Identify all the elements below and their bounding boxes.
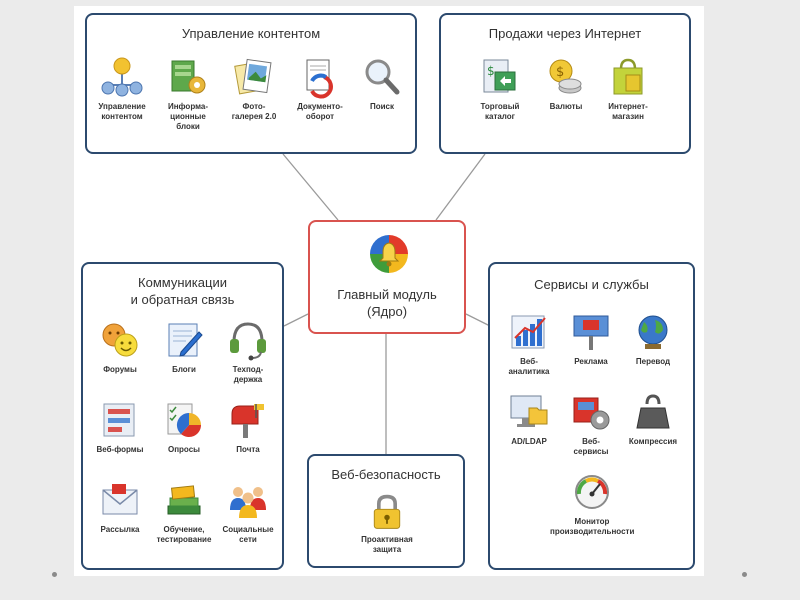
item-label: Поиск [369, 102, 394, 111]
blog-pencil-icon [168, 323, 203, 357]
decor-dot-left [52, 572, 57, 577]
item-tech-support: Техпод- держка [217, 318, 279, 385]
item-infoblocks: Информа- ционные блоки [157, 55, 219, 132]
item-forums: Форумы [89, 318, 151, 375]
item-label: Веб-формы [96, 445, 144, 454]
item-performance-monitor: Монитор производительности [550, 470, 634, 537]
item-trade-catalog: $ Торговый каталог [469, 55, 531, 122]
coins-icon: $ [549, 59, 582, 94]
item-label: Веб- аналитика [508, 357, 550, 376]
item-photo-gallery: Фото- галерея 2.0 [223, 55, 285, 122]
item-social-networks: Социальные сети [217, 478, 279, 545]
mailbox-icon [231, 404, 264, 438]
item-label: Веб- сервисы [573, 437, 609, 456]
connector-comm [283, 313, 309, 327]
item-label: Опросы [167, 445, 200, 454]
item-translation: Перевод [622, 310, 684, 367]
item-label: Монитор производительности [550, 517, 635, 536]
box-title: Управление контентом [181, 26, 321, 41]
item-blogs: Блоги [153, 318, 215, 375]
item-label: Форумы [103, 365, 137, 374]
headset-icon [230, 322, 266, 361]
box-title: Веб-безопасность [331, 467, 441, 482]
item-online-store: Интернет- магазин [597, 55, 659, 122]
box-content-management: Управление контентом Управление контенто… [85, 13, 417, 154]
envelope-icon [102, 484, 138, 515]
shopping-bag-icon [613, 58, 643, 95]
item-web-forms: Веб-формы [89, 398, 151, 455]
box-title: Коммуникации и обратная связь [130, 275, 235, 307]
item-label: Валюты [549, 102, 583, 111]
item-document-flow: Документо- оборот [289, 55, 351, 122]
item-newsletter: Рассылка [89, 478, 151, 535]
weight-icon [636, 394, 670, 429]
globe-icon [638, 315, 668, 349]
org-tree-icon [101, 57, 143, 97]
item-label: Торговый каталог [480, 102, 520, 121]
item-label: Почта [236, 445, 260, 454]
monitor-folder-icon [510, 395, 548, 427]
box-web-security: Веб-безопасность Проактивная защита [307, 454, 465, 568]
item-label: Информа- ционные блоки [167, 102, 209, 131]
connector-services [465, 313, 491, 327]
box-services: Сервисы и службы Веб- аналитика Реклама … [488, 262, 695, 570]
item-web-services: Веб- сервисы [560, 390, 622, 457]
svg-text:$: $ [556, 65, 564, 80]
document-cycle-icon [306, 59, 333, 99]
billboard-icon [573, 315, 609, 350]
item-label: Фото- галерея 2.0 [231, 102, 277, 121]
svg-text:$: $ [487, 64, 495, 78]
item-label: Обучение, тестирование [156, 525, 212, 544]
box-communications: Коммуникации и обратная связь Форумы Бло… [81, 262, 284, 570]
item-search: Поиск [351, 55, 413, 112]
poll-chart-icon [167, 403, 202, 438]
magnifier-icon [365, 59, 400, 95]
item-label: Рассылка [100, 525, 140, 534]
bitrix-logo-icon [370, 235, 408, 273]
connector-content [282, 153, 339, 221]
item-label: Компрессия [628, 437, 678, 446]
photo-gallery-icon [234, 58, 272, 95]
catalog-icon: $ [483, 59, 516, 93]
item-label: Реклама [574, 357, 608, 366]
item-currencies: $ Валюты [535, 55, 597, 112]
item-label: Перевод [635, 357, 671, 366]
item-label: Управление контентом [98, 102, 146, 121]
padlock-icon [373, 494, 401, 529]
people-group-icon [230, 487, 266, 518]
item-web-analytics: Веб- аналитика [498, 310, 560, 377]
core-label: Главный модуль (Ядро) [337, 287, 437, 319]
item-label: Техпод- держка [232, 365, 264, 384]
item-proactive-protection: Проактивная защита [349, 492, 425, 555]
box-title: Продажи через Интернет [488, 26, 642, 41]
cube-gear-icon [171, 60, 206, 94]
item-label: AD/LDAP [511, 437, 547, 446]
item-mail: Почта [217, 398, 279, 455]
item-ad-ldap: AD/LDAP [498, 390, 560, 447]
analytics-bars-icon [511, 315, 546, 349]
item-label: Социальные сети [222, 525, 274, 544]
item-label: Блоги [172, 365, 196, 374]
connector-sales [435, 153, 486, 221]
web-form-icon [103, 403, 135, 437]
gauge-icon [575, 475, 609, 509]
box-internet-sales: Продажи через Интернет $ Торговый катало… [439, 13, 691, 154]
box-title: Сервисы и службы [534, 277, 649, 292]
item-polls: Опросы [153, 398, 215, 455]
books-icon [167, 485, 201, 515]
item-label: Интернет- магазин [608, 102, 648, 121]
item-label: Проактивная защита [361, 535, 413, 554]
web-services-icon [573, 397, 610, 430]
item-label: Документо- оборот [297, 102, 343, 121]
item-learning: Обучение, тестирование [153, 478, 215, 545]
item-compression: Компрессия [622, 390, 684, 447]
item-content-management: Управление контентом [91, 55, 153, 122]
box-core-module: Главный модуль (Ядро) [308, 220, 466, 334]
decor-dot-right [742, 572, 747, 577]
item-advertising: Реклама [560, 310, 622, 367]
smileys-icon [102, 323, 138, 357]
